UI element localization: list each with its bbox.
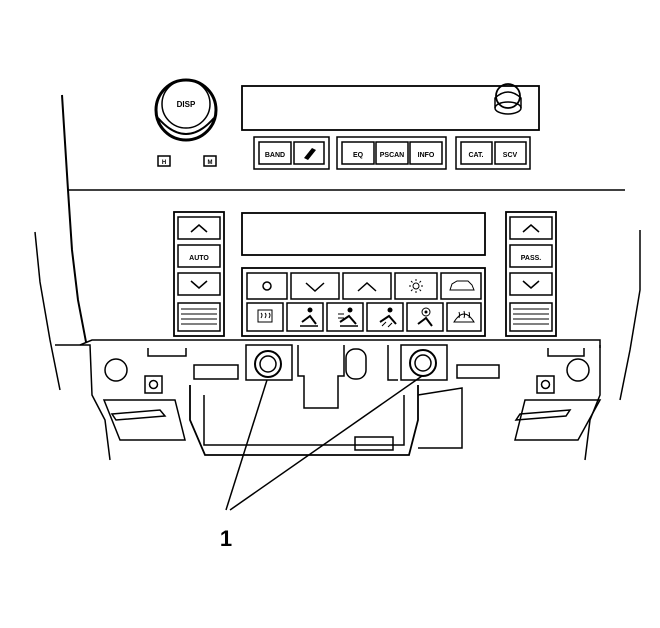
driver-temp-up-button[interactable] [177,216,221,240]
off-icon [262,281,272,291]
pscan-label: PSCAN [380,152,405,159]
disp-knob[interactable]: DISP [154,78,218,142]
climate-display [241,212,486,256]
hour-button[interactable]: H [157,155,171,167]
bi-level-icon [338,307,358,327]
right-retaining-screw[interactable] [400,344,448,381]
callout-leaders [225,375,423,511]
sun-sensor-icon [409,279,423,293]
eq-label: EQ [353,152,364,159]
callout-number: 1 [220,526,232,551]
tune-knob[interactable] [494,83,522,115]
fan-down-button[interactable] [290,272,340,300]
temp-down-icon [305,282,325,293]
chevron-up-icon [190,224,208,233]
pass-button[interactable]: PASS. [509,244,553,268]
left-vent-grille [177,302,221,332]
pass-label: PASS. [521,255,542,262]
info-button[interactable]: INFO [409,141,443,165]
disp-knob-label: DISP [177,100,196,109]
off-button[interactable] [246,272,288,300]
climate-control-unit: AUTO PASS. [173,211,557,337]
temp-up-icon [357,281,377,292]
pscan-button[interactable]: PSCAN [375,141,409,165]
tune-seek-icon [304,148,316,160]
eq-button[interactable]: EQ [341,141,375,165]
minute-button[interactable]: M [203,155,217,167]
left-square-clip [144,375,163,394]
info-label: INFO [418,152,435,159]
driver-temp-down-button[interactable] [177,272,221,296]
chevron-down-icon [522,280,540,289]
floor-icon [379,307,397,328]
recirculation-button[interactable] [440,272,482,300]
hour-label: H [162,160,166,166]
fan-up-button[interactable] [342,272,392,300]
floor-defrost-mode-button[interactable] [406,302,444,332]
radio-display [241,85,540,131]
pass-temp-up-button[interactable] [509,216,553,240]
band-label: BAND [265,152,285,159]
cat-label: CAT. [468,152,483,159]
right-vent-grille [509,302,553,332]
seek-button[interactable] [293,141,325,165]
front-defrost-mode-button[interactable] [446,302,482,332]
cat-button[interactable]: CAT. [460,141,493,165]
auto-button[interactable]: AUTO [177,244,221,268]
right-square-clip [536,375,555,394]
radio-unit: DISP H M BAND [154,78,540,170]
pass-temp-down-button[interactable] [509,272,553,296]
band-button[interactable]: BAND [258,141,292,165]
front-defrost-icon [453,310,475,323]
dash-panel-outline [34,94,641,461]
scv-label: SCV [503,152,518,159]
left-retaining-screw[interactable] [245,344,293,381]
recirculation-icon [449,280,475,291]
vent-mode-button[interactable] [286,302,324,332]
lower-bezel [102,344,602,456]
vent-icon [300,307,318,327]
chevron-down-icon [190,280,208,289]
bi-level-mode-button[interactable] [326,302,364,332]
floor-mode-button[interactable] [366,302,404,332]
left-mounting-hole [104,358,128,382]
floor-defrost-icon [417,307,433,327]
scv-button[interactable]: SCV [494,141,527,165]
auto-label: AUTO [189,255,209,262]
minute-label: M [208,160,213,166]
right-mounting-hole [566,358,590,382]
sun-sensor-button[interactable] [394,272,438,300]
rear-defrost-button[interactable] [246,302,284,332]
rear-defrost-icon [257,309,273,323]
chevron-up-icon [522,224,540,233]
